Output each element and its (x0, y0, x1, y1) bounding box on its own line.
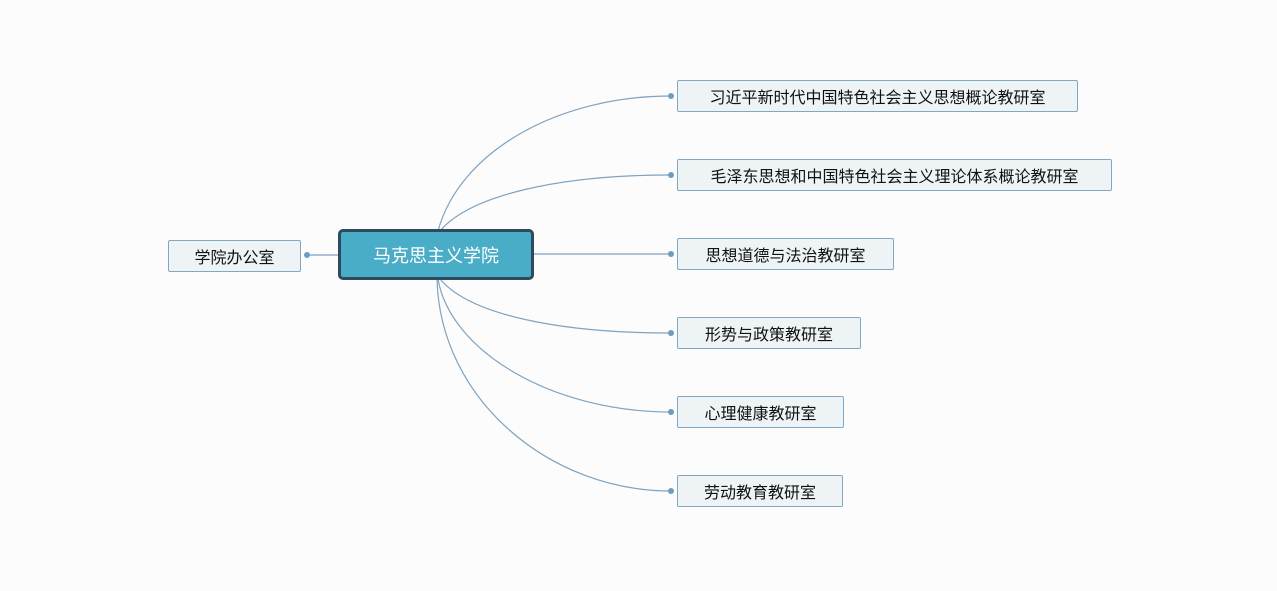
node-branch-5[interactable]: 心理健康教研室 (677, 396, 844, 428)
connector-dot-5 (668, 409, 674, 415)
connector-dot-2 (668, 172, 674, 178)
node-label: 学院办公室 (194, 248, 275, 267)
node-branch-4[interactable]: 形势与政策教研室 (677, 317, 861, 349)
node-label: 习近平新时代中国特色社会主义思想概论教研室 (709, 88, 1046, 107)
connector-branch-6 (436, 278, 672, 492)
node-label: 毛泽东思想和中国特色社会主义理论体系概论教研室 (710, 167, 1079, 186)
node-label: 心理健康教研室 (704, 404, 817, 423)
node-label: 劳动教育教研室 (703, 483, 816, 502)
root-node-label: 马克思主义学院 (373, 245, 499, 267)
node-branch-3[interactable]: 思想道德与法治教研室 (677, 238, 894, 270)
node-branch-6[interactable]: 劳动教育教研室 (677, 475, 843, 507)
node-label: 思想道德与法治教研室 (705, 246, 866, 265)
connector-branch-1 (437, 95, 672, 232)
node-label: 形势与政策教研室 (704, 325, 833, 344)
connector-dot-4 (668, 330, 674, 336)
node-branch-1[interactable]: 习近平新时代中国特色社会主义思想概论教研室 (677, 80, 1078, 112)
node-branch-2[interactable]: 毛泽东思想和中国特色社会主义理论体系概论教研室 (677, 159, 1112, 191)
connector-branch-4 (439, 278, 672, 334)
connector-dot-6 (668, 488, 674, 494)
node-college-office[interactable]: 学院办公室 (168, 240, 301, 272)
connector-dot-office (304, 252, 310, 258)
connector-dot-3 (668, 251, 674, 257)
connector-dot-1 (668, 93, 674, 99)
connector-branch-5 (437, 278, 672, 413)
connector-branch-2 (439, 174, 672, 232)
root-node[interactable]: 马克思主义学院 (338, 229, 534, 280)
